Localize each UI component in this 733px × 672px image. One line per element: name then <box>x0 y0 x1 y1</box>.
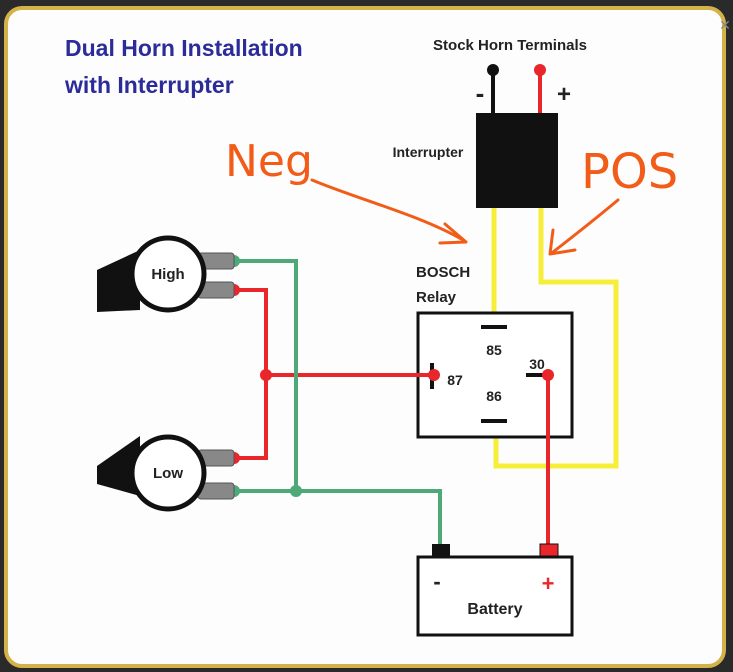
horn-high-label: High <box>151 266 184 283</box>
relay-label-line-1: BOSCH <box>416 264 470 281</box>
title-line-2: with Interrupter <box>64 72 234 98</box>
interrupter-label: Interrupter <box>393 144 464 160</box>
annotation-neg-arrow-line <box>310 178 465 242</box>
terminal-pos-dot <box>534 64 546 76</box>
wire-green-high-ground <box>234 259 298 491</box>
pin-86-label: 86 <box>486 388 502 404</box>
annotation-neg-text: Neg <box>225 136 313 187</box>
green-junction-dot <box>290 485 302 497</box>
horn-low-label: Low <box>153 465 183 482</box>
stock-horn-terminals-label: Stock Horn Terminals <box>433 37 587 54</box>
wire-yellow-interrupter-86 <box>493 208 619 469</box>
battery-neg-sign: - <box>433 569 440 594</box>
horn-high-body <box>129 235 207 313</box>
relay-label-line-2: Relay <box>416 289 457 306</box>
terminal-neg-sign: - <box>476 78 485 108</box>
annotation-pos-arrow-head <box>548 228 577 256</box>
pin-30-dot <box>542 369 554 381</box>
close-icon[interactable]: ✕ <box>719 17 731 33</box>
battery-neg-post <box>432 544 450 558</box>
horn-high: High <box>97 235 235 313</box>
title-line-1: Dual Horn Installation <box>65 35 303 61</box>
interrupter-box <box>476 113 558 208</box>
terminal-neg-dot <box>487 64 499 76</box>
horn-low: Low <box>97 434 235 512</box>
pin-87-dot <box>428 369 440 381</box>
horn-low-bell <box>97 436 140 496</box>
pin-87-label: 87 <box>447 372 463 388</box>
annotation-neg-arrow-head <box>438 222 468 245</box>
battery-pos-sign: + <box>542 571 555 596</box>
wire-green-battery-neg <box>234 489 442 548</box>
annotation-pos-text: POS <box>581 144 678 200</box>
battery-label: Battery <box>467 601 522 618</box>
pin-85-label: 85 <box>486 342 502 358</box>
battery-box <box>416 555 574 637</box>
terminal-pos-sign: + <box>557 81 571 108</box>
red-junction-dot <box>260 369 272 381</box>
horn-high-bell <box>97 250 140 312</box>
pin-30-label: 30 <box>529 356 545 372</box>
annotation-pos-arrow-line <box>551 198 620 254</box>
horn-low-body <box>129 434 207 512</box>
